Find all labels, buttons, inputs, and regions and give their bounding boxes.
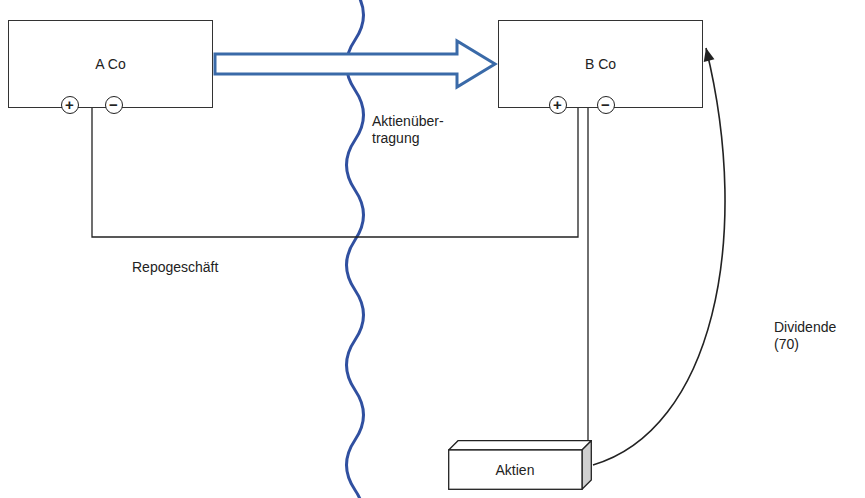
transfer-arrow [215,41,495,87]
cube-top [449,441,592,450]
connector [588,108,589,440]
polarity-sign: + [61,96,79,114]
node-text: A Co [87,52,133,76]
edge-label: Aktienüber- tragung [370,112,466,148]
edge-label: Repogeschäft [130,258,220,277]
node-text: Aktien [488,458,543,482]
cube-front [449,450,582,489]
polarity-sign: − [105,96,123,114]
holding-line [587,108,588,440]
connector [593,48,725,465]
arrow-head [704,48,715,62]
connector [92,108,578,237]
company-box: A Co [8,20,213,108]
cube-side [582,441,591,490]
edge-label: Dividende (70) [772,318,856,354]
polarity-sign: + [549,96,567,114]
stock-cube: Aktien [448,440,592,490]
connector [215,41,495,87]
repo-line [92,108,578,237]
polarity-sign: − [597,96,615,114]
dividend-curve [593,48,725,465]
company-box: B Co [498,20,703,108]
node-text: B Co [577,52,624,76]
